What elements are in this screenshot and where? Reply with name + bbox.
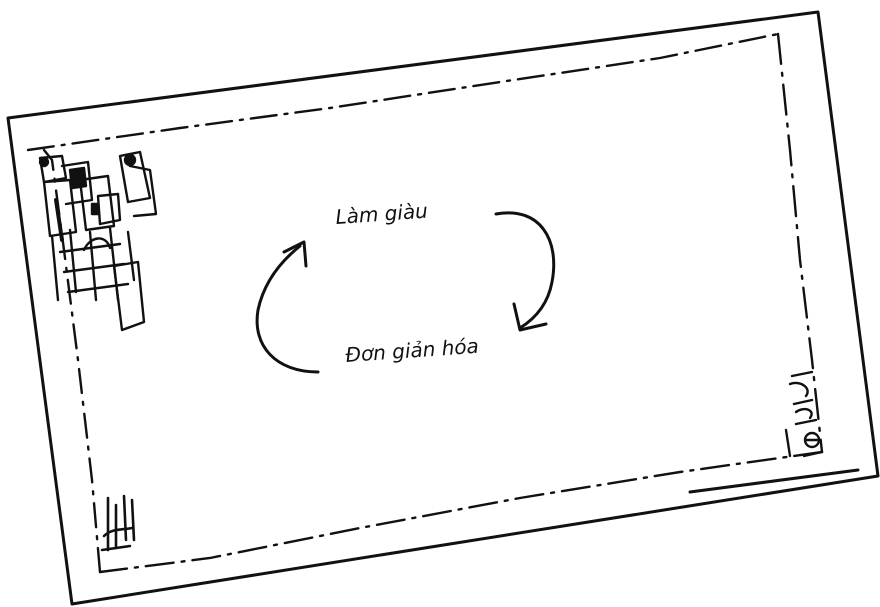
paper-outline bbox=[8, 12, 878, 604]
